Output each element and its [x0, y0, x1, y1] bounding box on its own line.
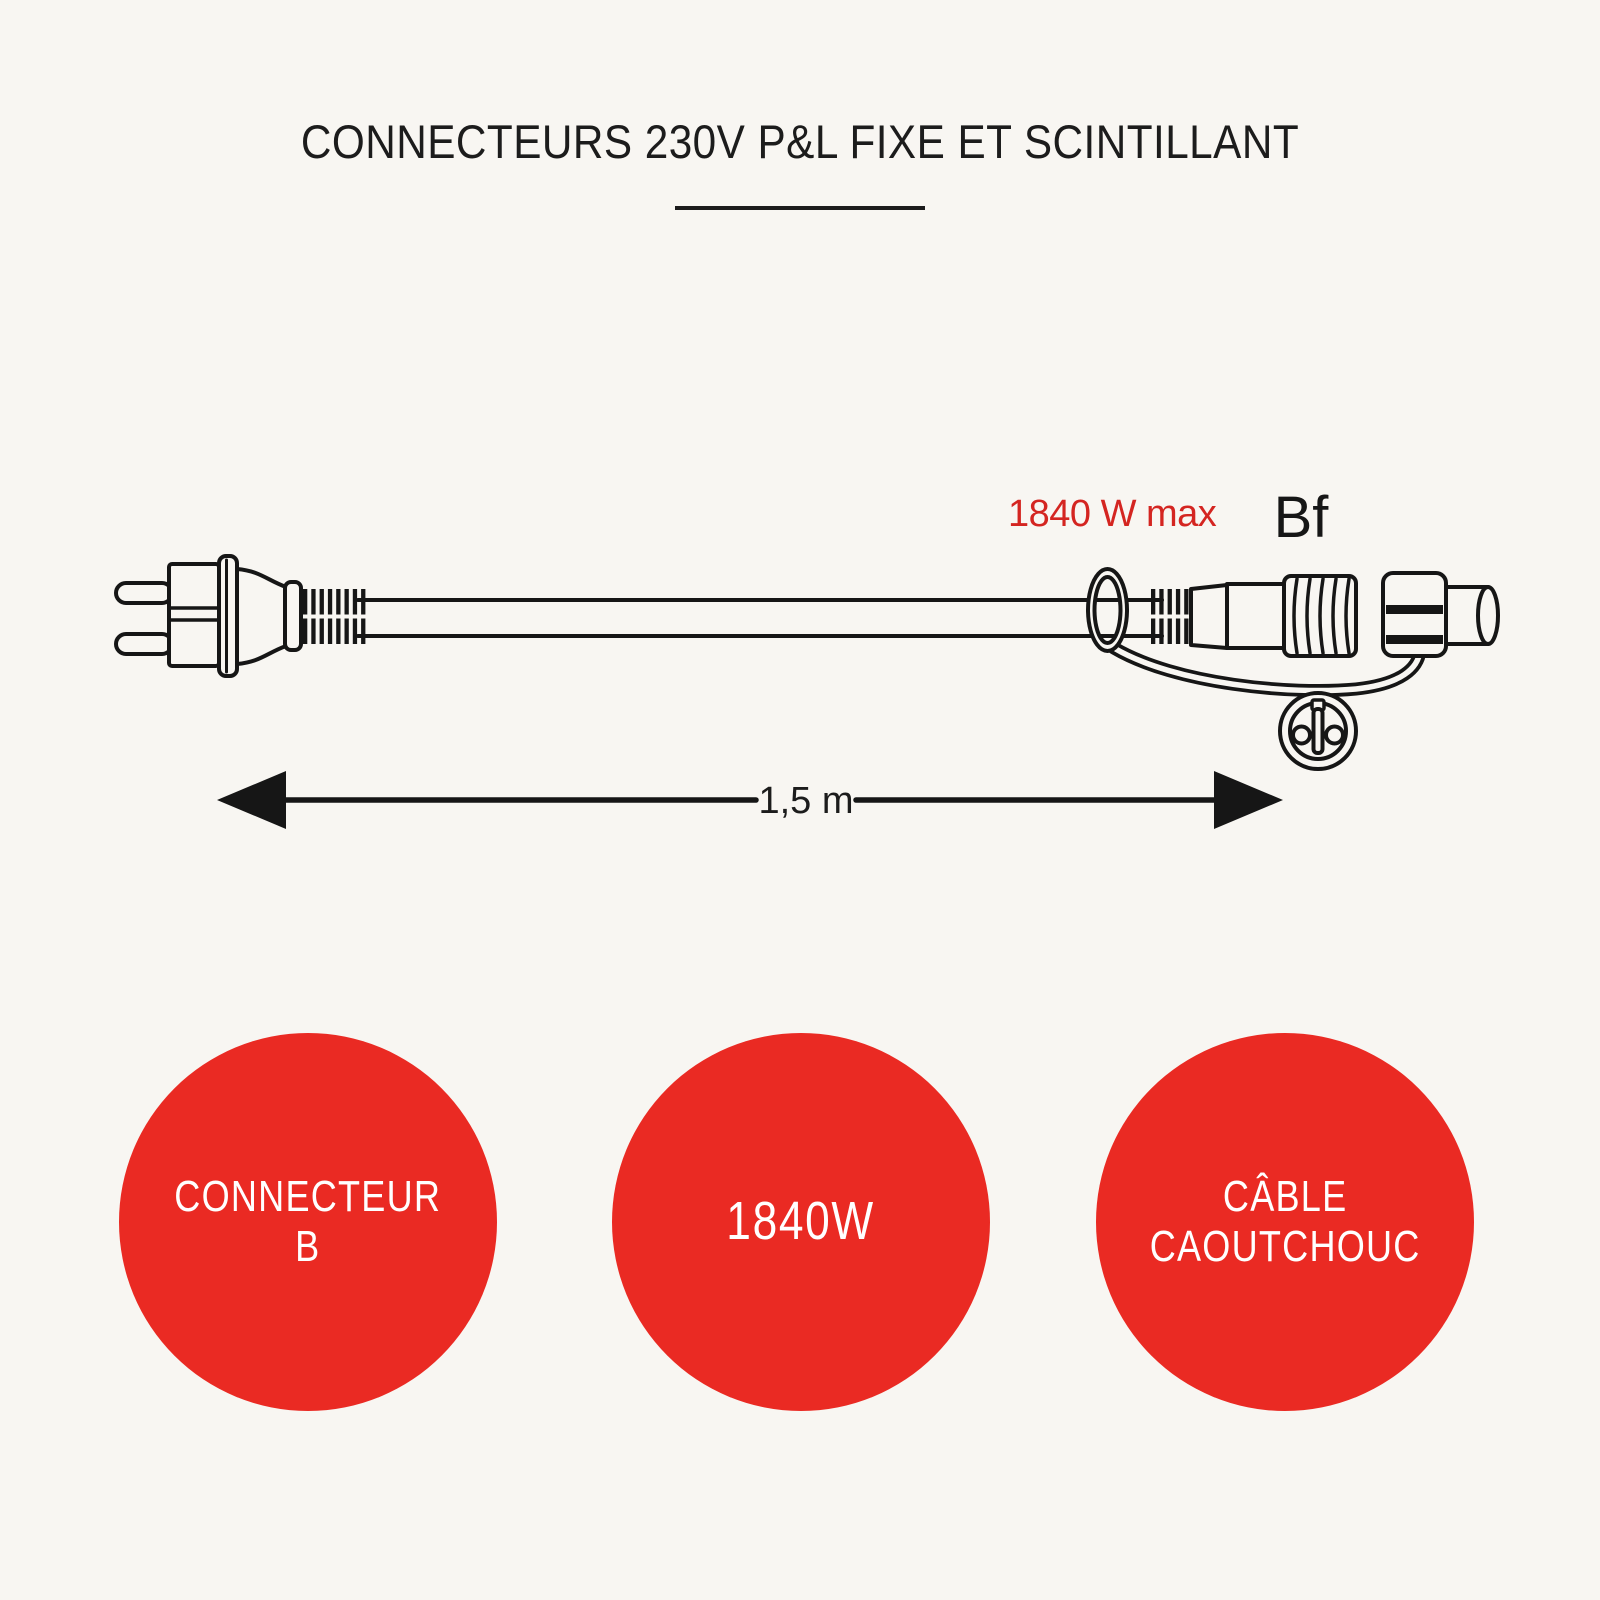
arrowhead-left	[217, 771, 286, 829]
cable-line	[356, 598, 1164, 638]
face-pin-left	[1291, 724, 1312, 746]
face-pin-right	[1324, 724, 1345, 746]
arrowhead-right	[1214, 771, 1283, 829]
plug-neck-collar	[283, 580, 303, 652]
badge-connector-line1: CONNECTEUR	[174, 1171, 442, 1221]
cap-tether-cord	[1107, 641, 1427, 698]
connector-face-view	[1278, 691, 1358, 771]
screw-connector-illustration	[1151, 574, 1358, 658]
cable-diagram: 1,5 m 1840 W max Bf	[114, 485, 1500, 829]
plug-strain-relief-ribs	[303, 589, 366, 644]
plug-pin-top	[114, 581, 174, 605]
length-label: 1,5 m	[758, 780, 853, 822]
connector-barrel	[1225, 582, 1286, 650]
badge-cable-material: CÂBLE CAOUTCHOUC	[1096, 1033, 1474, 1411]
plug-pin-bottom	[114, 632, 174, 656]
protective-cap-illustration	[1381, 571, 1500, 658]
badge-power-line1: 1840W	[726, 1191, 876, 1252]
connector-ferrule	[1189, 583, 1229, 650]
mains-plug-illustration	[114, 554, 366, 678]
badge-cable-line1: CÂBLE	[1222, 1171, 1348, 1221]
badge-connector-line2: B	[295, 1222, 321, 1271]
face-center-slot	[1311, 707, 1325, 755]
cap-end-face	[1476, 585, 1500, 646]
dimension-arrow	[217, 771, 1283, 829]
tether-loop-ring	[1086, 567, 1129, 653]
thread-ridges	[1292, 577, 1351, 655]
title-underline	[675, 206, 925, 210]
badge-cable-line2: CAOUTCHOUC	[1149, 1222, 1421, 1271]
badge-connector-type: CONNECTEUR B	[119, 1033, 497, 1411]
connector-strain-relief-ribs	[1151, 589, 1189, 644]
badge-max-power: 1840W	[612, 1033, 990, 1411]
plug-bell	[235, 567, 288, 666]
max-power-label: 1840 W max	[1008, 493, 1217, 535]
page-title: CONNECTEURS 230V P&L FIXE ET SCINTILLANT	[300, 115, 1300, 168]
plug-body	[167, 562, 221, 668]
connector-code-label: Bf	[1274, 485, 1330, 550]
